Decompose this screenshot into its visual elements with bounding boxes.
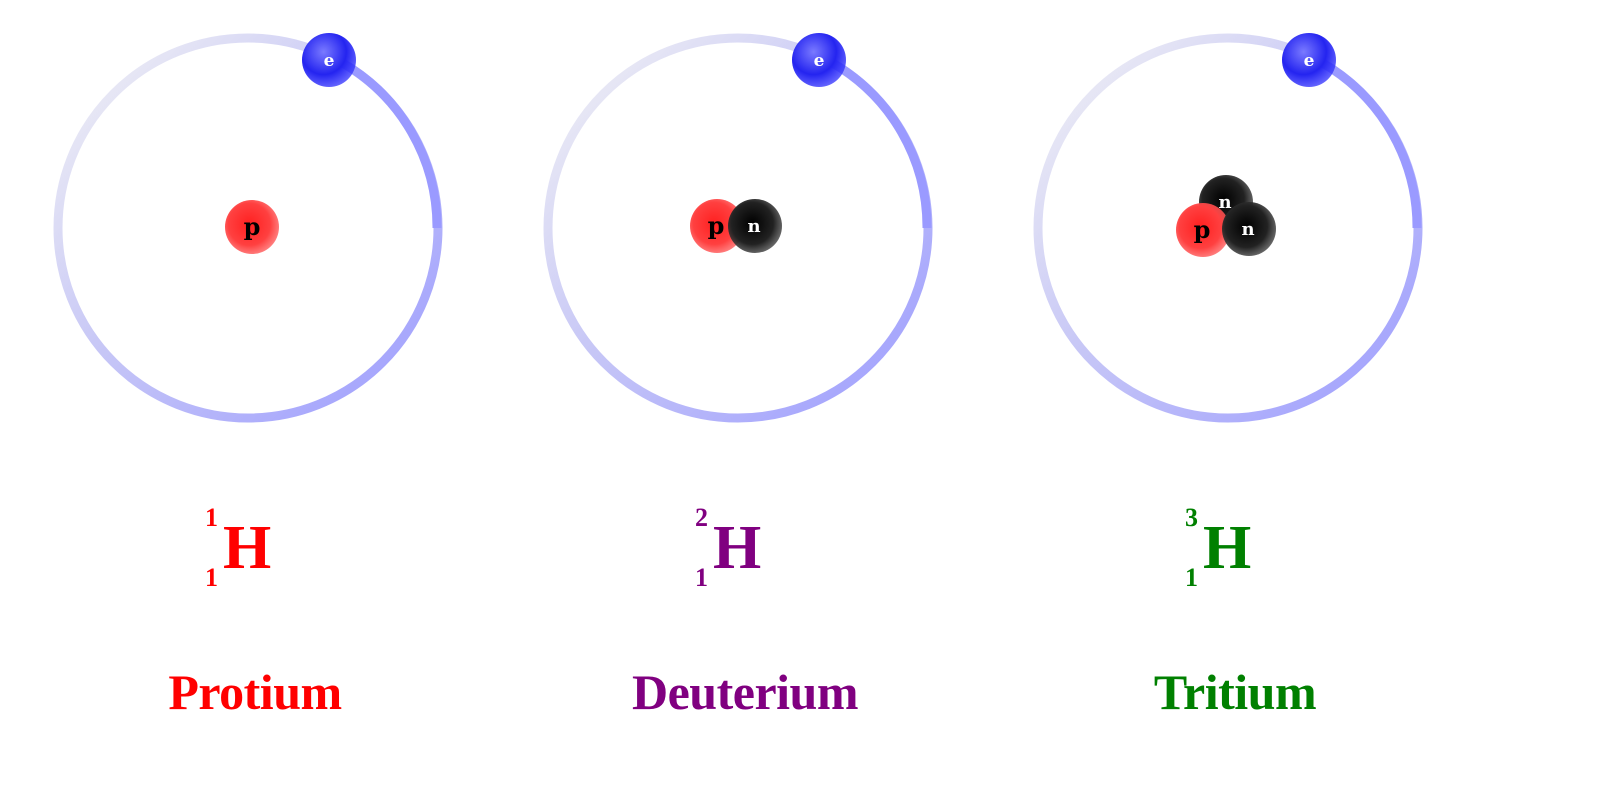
deuterium-name: Deuterium [632, 664, 859, 720]
deuterium-notation: 2 1 H [695, 505, 855, 595]
deuterium-atom: p n e [543, 33, 933, 423]
atomic-number: 1 [205, 563, 218, 592]
proton-label: p [244, 212, 261, 241]
neutron-label: n [747, 216, 760, 237]
atomic-number: 1 [1185, 563, 1198, 592]
electron-label: e [324, 51, 335, 71]
mass-number: 1 [205, 503, 218, 532]
electron-label: e [1304, 51, 1315, 71]
proton-label: p [1194, 215, 1211, 244]
atomic-number: 1 [695, 563, 708, 592]
electron-label: e [814, 51, 825, 71]
proton: p [690, 199, 744, 253]
neutron: n [728, 199, 782, 253]
orbit-trail [1318, 58, 1422, 229]
proton-label: p [708, 211, 725, 240]
electron: e [302, 33, 356, 87]
protium-atom: p e [53, 33, 443, 423]
tritium-name: Tritium [1153, 664, 1317, 720]
element-symbol: H [1203, 514, 1252, 582]
element-symbol: H [223, 514, 272, 582]
tritium-atom: n p n e [1033, 33, 1423, 423]
mass-number: 3 [1185, 503, 1198, 532]
protium-name: Protium [168, 664, 342, 720]
tritium-notation: 3 1 H [1185, 505, 1345, 595]
proton: p [1176, 203, 1230, 257]
neutron: n [1222, 202, 1276, 256]
protium-notation: 1 1 H [205, 505, 365, 595]
mass-number: 2 [695, 503, 708, 532]
electron: e [1282, 33, 1336, 87]
electron: e [792, 33, 846, 87]
proton: p [225, 200, 279, 254]
orbit-trail [338, 58, 442, 229]
orbit-trail [828, 58, 932, 229]
neutron-label: n [1241, 219, 1254, 240]
neutron-label: n [1218, 192, 1231, 213]
element-symbol: H [713, 514, 762, 582]
